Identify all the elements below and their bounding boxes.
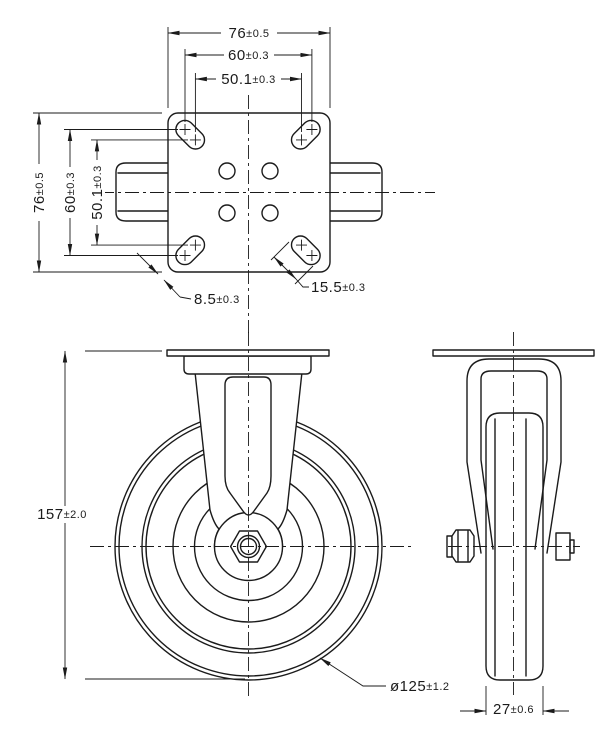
center-hole	[261, 162, 279, 180]
dim-overall-height: 157±2.0	[35, 350, 245, 680]
dim-label-bolt-spacing-inner-h: 50.1±0.3	[221, 71, 276, 88]
dim-label-overall-height: 157±2.0	[37, 506, 87, 523]
dim-bolt-spacing-60-v: 60±0.3	[62, 129, 178, 256]
dim-wheel-width: 27±0.6	[460, 686, 569, 718]
fork-window-cutout	[224, 376, 272, 516]
fork-top-flange	[183, 355, 312, 375]
wheel-side-outline	[485, 412, 544, 681]
dim-plate-height-76: 76±0.5	[31, 112, 162, 273]
bolt-slot-top-left	[175, 119, 206, 150]
dim-plate-width-76: 76±0.5	[167, 24, 331, 108]
dim-label-wheel-diameter: ø125±1.2	[390, 678, 450, 695]
top-plate-front	[166, 349, 330, 357]
dim-slot-length: 15.5±0.3	[270, 241, 366, 296]
center-hole	[218, 204, 236, 222]
center-hole	[218, 162, 236, 180]
center-hole	[261, 204, 279, 222]
dim-slot-width: 8.5±0.3	[136, 252, 240, 308]
dim-label-bolt-spacing-outer-v: 60±0.3	[62, 172, 79, 213]
dim-bolt-spacing-60-h: 60±0.3	[184, 46, 313, 122]
side-view: 27±0.6	[432, 332, 595, 718]
bolt-slot-bottom-right	[290, 235, 321, 266]
bolt-slot-top-right	[290, 119, 321, 150]
dim-wheel-diameter: ø125±1.2	[319, 657, 450, 695]
dim-label-plate-height: 76±0.5	[31, 172, 48, 213]
front-view: 157±2.0 ø125±1.2	[35, 332, 450, 700]
dim-label-bolt-spacing-outer-h: 60±0.3	[228, 47, 269, 64]
left-tab-outline	[115, 162, 169, 222]
dim-label-slot-width: 8.5±0.3	[194, 291, 240, 308]
dim-label-bolt-spacing-inner-v: 50.1±0.3	[89, 165, 106, 220]
dim-label-slot-length: 15.5±0.3	[311, 279, 366, 296]
bolt-slot-bottom-left	[175, 235, 206, 266]
fork-inner-profile	[480, 370, 548, 550]
right-tab-outline	[329, 162, 383, 222]
dim-bolt-spacing-50-v: 50.1±0.3	[89, 139, 188, 246]
axle-hex-nut-side	[451, 529, 475, 563]
dim-label-wheel-width: 27±0.6	[493, 701, 534, 718]
dim-label-plate-width: 76±0.5	[228, 25, 269, 42]
top-view: 76±0.5 60±0.3 50.1±0.3 76±0.5	[31, 24, 435, 333]
dim-bolt-spacing-50-h: 50.1±0.3	[194, 70, 302, 132]
fork-outer-profile	[466, 358, 562, 554]
bolt-hole-cross-marks	[179, 124, 318, 261]
